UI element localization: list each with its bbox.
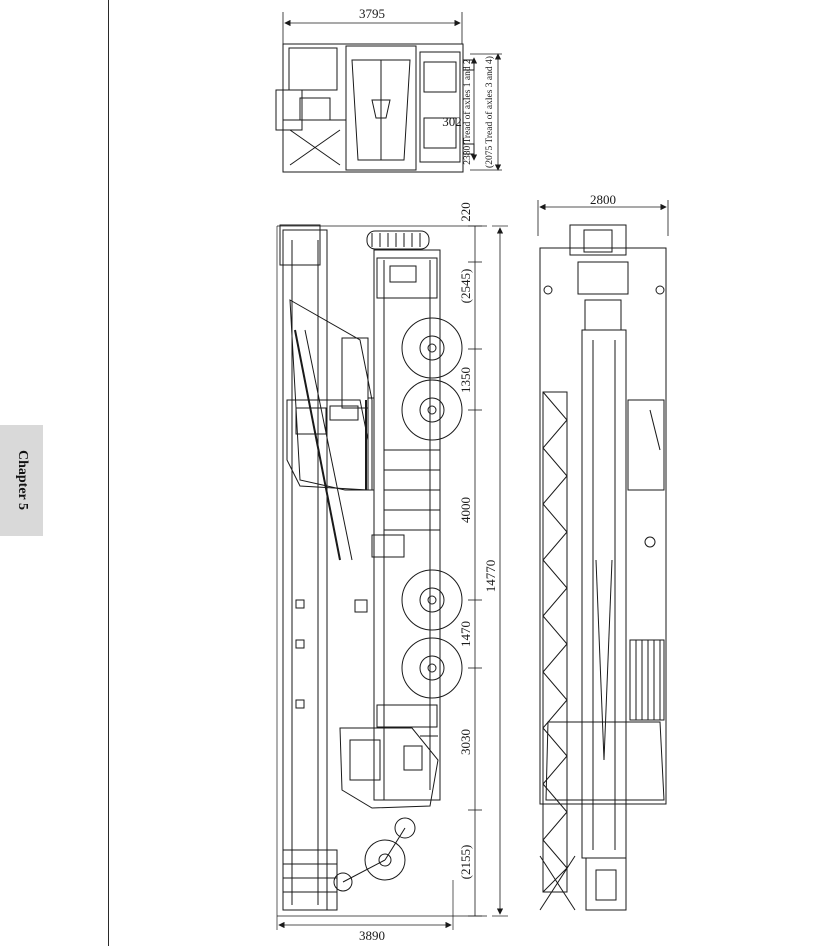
dim-side-4000: 4000 (458, 497, 473, 523)
dim-top-width: 3795 (359, 6, 385, 21)
chapter-tab (0, 425, 43, 536)
dim-side-1470: 1470 (458, 621, 473, 647)
dim-side-3030: 3030 (458, 729, 473, 755)
rear-view (537, 200, 669, 911)
dim-side-220: 220 (458, 202, 473, 222)
dim-top-partial: 302 (442, 114, 462, 129)
tread-rear-label: (2075 Tread of axles 3 and 4) (484, 56, 495, 168)
dim-rear-width: 2800 (590, 192, 616, 207)
dim-side-1350: 1350 (458, 367, 473, 393)
tread-front-label: 2380 Tread of axles 1 and 2 (462, 59, 473, 165)
top-view (275, 12, 502, 173)
dim-bottom-width: 3890 (359, 928, 385, 943)
margin-rule (108, 0, 109, 946)
dim-side-2545: (2545) (458, 269, 473, 304)
dim-side-2155: (2155) (458, 845, 473, 880)
side-view (276, 224, 508, 930)
dim-overall-length: 14770 (483, 560, 498, 593)
